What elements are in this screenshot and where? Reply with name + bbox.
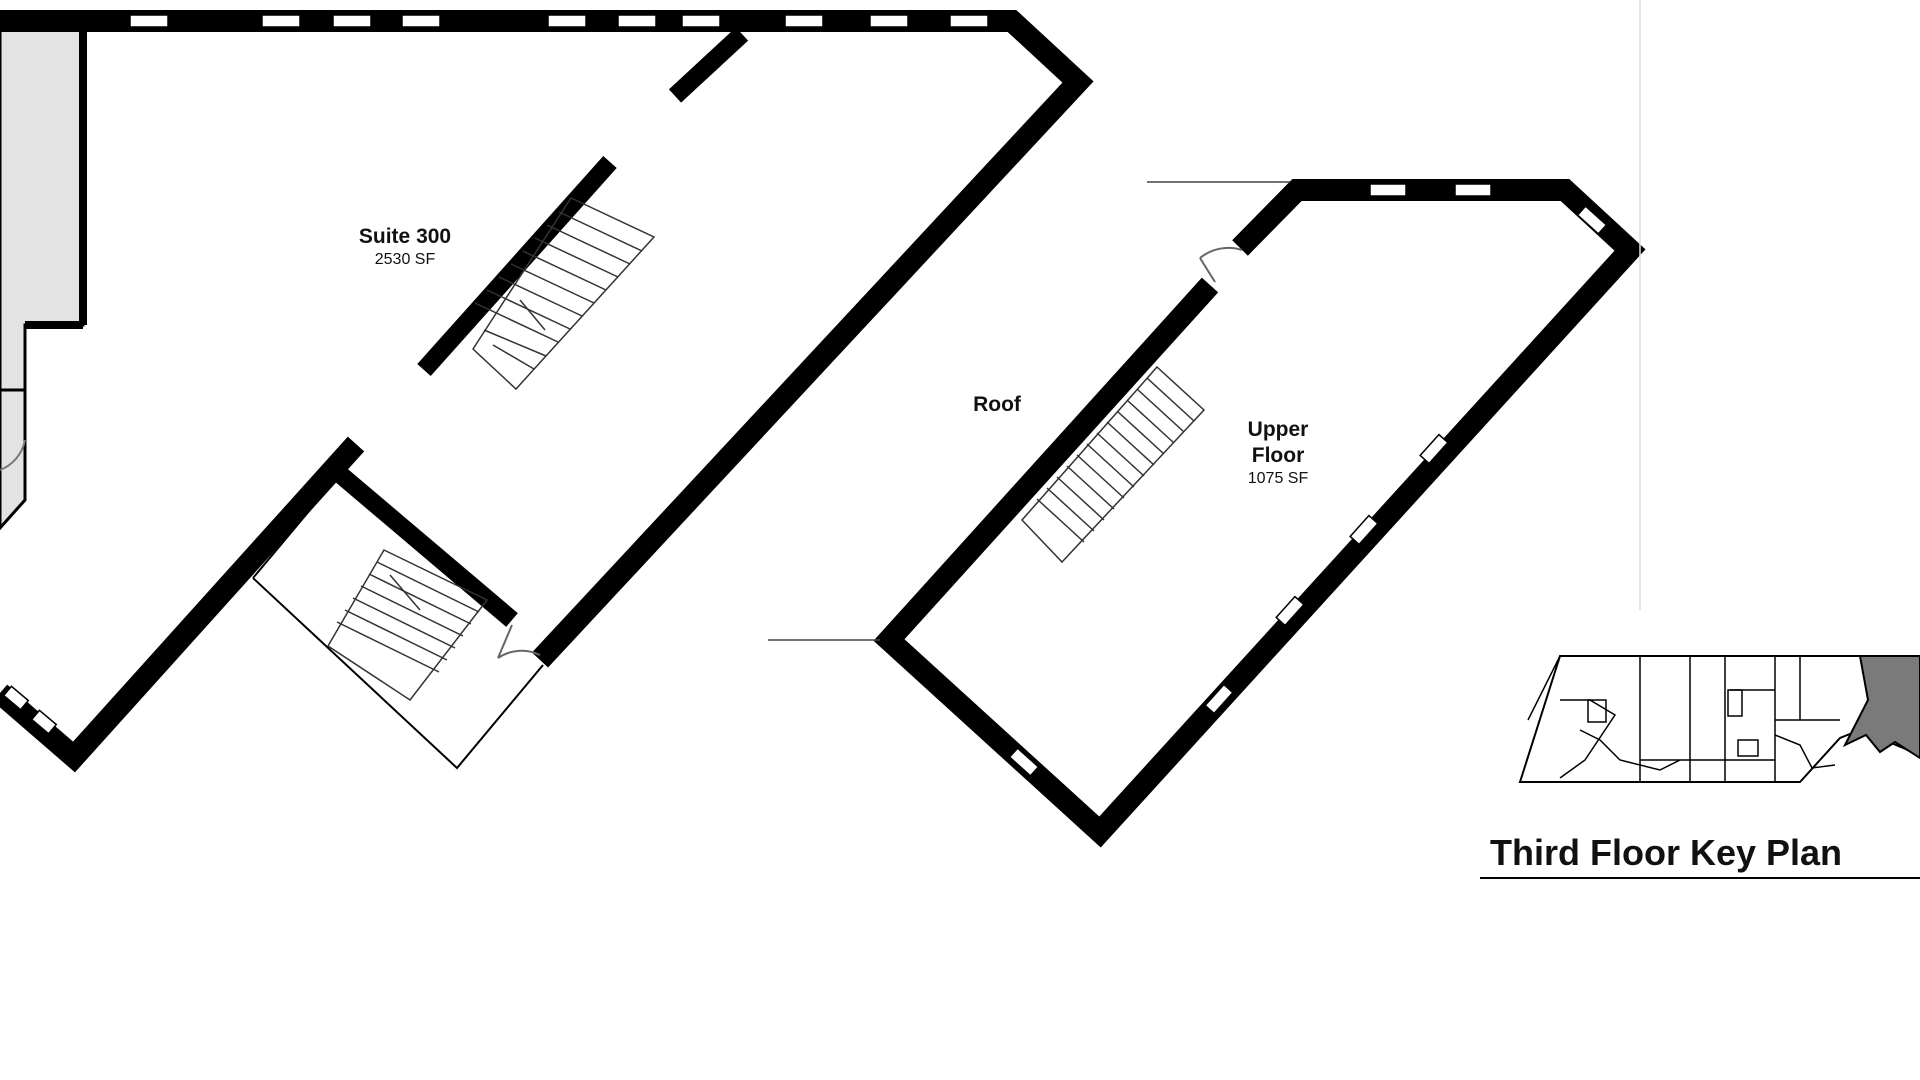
suite-300-area: 2530 SF	[374, 251, 436, 268]
neighbor-space	[0, 28, 85, 531]
upper-floor-walls	[873, 179, 1646, 848]
upper-floor-stair	[1020, 365, 1206, 564]
suite-300-walls	[0, 10, 1094, 773]
upper-floor-name-line2: Floor	[1251, 444, 1305, 467]
roof-label: Roof	[940, 392, 1054, 418]
upper-floor-name-line1: Upper	[1247, 418, 1309, 441]
upper-floor-door	[1199, 246, 1243, 283]
suite-interior-stair	[417, 156, 656, 391]
upper-floor-windows	[1008, 183, 1608, 777]
upper-floor-area: 1075 SF	[1247, 470, 1309, 487]
roof-name: Roof	[973, 393, 1021, 416]
suite-300-label: Suite 300 2530 SF	[320, 224, 490, 270]
suite-windows	[2, 14, 989, 735]
roof-edge-lines	[768, 0, 1641, 641]
upper-floor-label: Upper Floor 1075 SF	[1228, 417, 1328, 489]
suite-300-name: Suite 300	[358, 225, 452, 248]
key-plan	[1480, 655, 1920, 879]
stairwell-alcove	[252, 463, 544, 770]
key-plan-title: Third Floor Key Plan	[1490, 832, 1843, 873]
